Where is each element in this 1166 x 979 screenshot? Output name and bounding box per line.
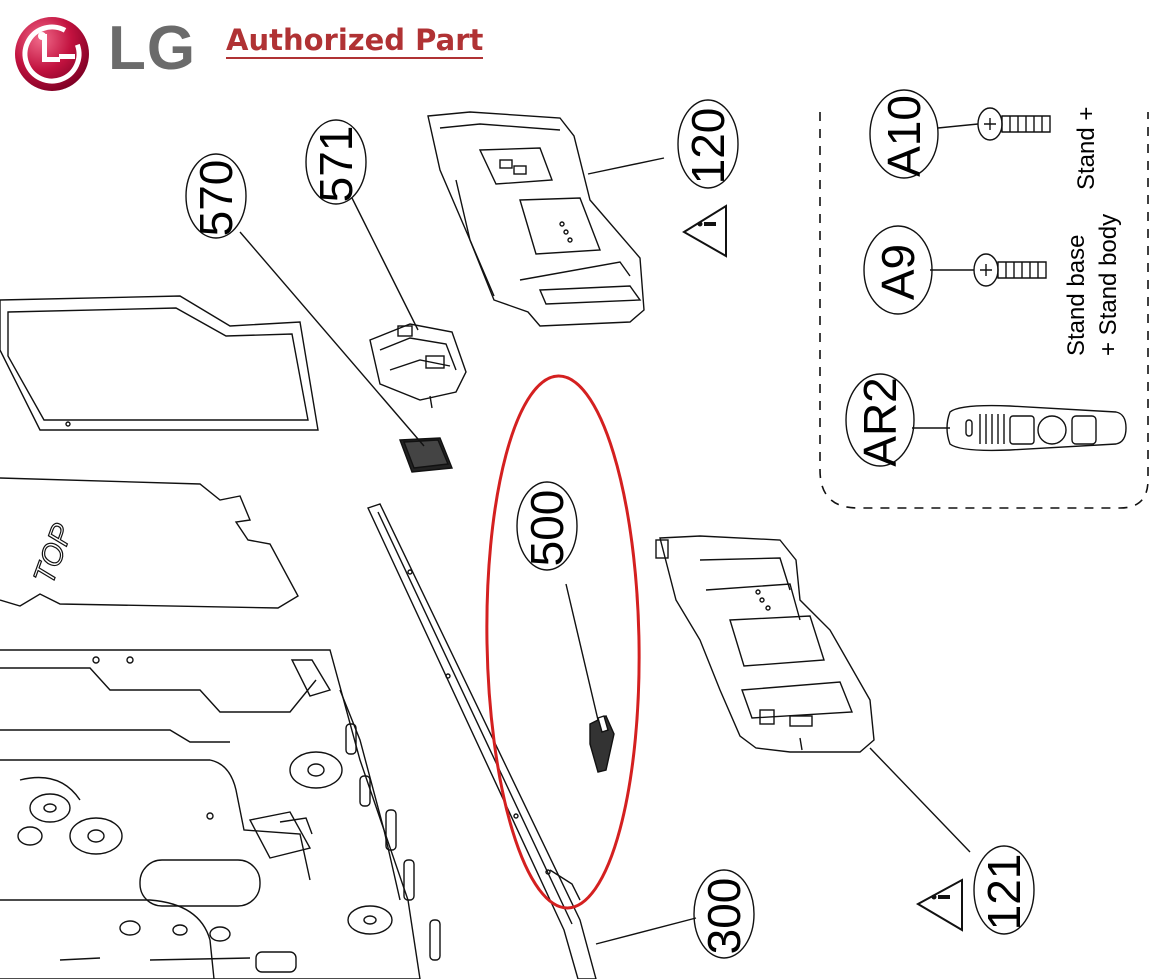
note-stand-plus: Stand + (1073, 107, 1100, 190)
screw-a10 (977, 107, 1051, 141)
authorized-part-badge: Authorized Part (226, 23, 484, 59)
callout-a10: A10 (878, 95, 930, 177)
protective-sheet (0, 477, 299, 609)
callout-121: 121 (978, 854, 1030, 931)
callout-500: 500 (521, 490, 573, 567)
back-panel (0, 295, 319, 431)
main-chassis (0, 649, 441, 979)
callout-a9: A9 (872, 244, 924, 300)
warning-triangle-icon (915, 878, 963, 932)
highlight-part-500 (485, 374, 641, 910)
screw-a9 (973, 253, 1047, 287)
lg-logo-icon (15, 17, 89, 91)
callout-120: 120 (682, 108, 734, 185)
side-rail (367, 503, 597, 979)
note-stand-base: Stand base (1063, 235, 1090, 356)
callout-300: 300 (698, 878, 750, 955)
remote-ar2 (946, 404, 1127, 452)
callout-570: 570 (190, 160, 242, 237)
part-571-bracket (369, 323, 467, 409)
part-500-clip (589, 715, 615, 773)
header: LG Authorized Part (0, 0, 520, 100)
part-120-speaker (427, 111, 645, 327)
note-stand-body: + Stand body (1095, 214, 1122, 356)
part-570-board (399, 437, 453, 473)
accessory-box (819, 112, 1149, 509)
callout-571: 571 (310, 126, 362, 203)
brand-wordmark: LG (108, 14, 197, 83)
warning-triangle-icon (682, 204, 727, 258)
sheet-top-label: TOP (28, 520, 80, 589)
callout-ar2: AR2 (854, 377, 906, 466)
part-121-speaker (655, 535, 875, 753)
